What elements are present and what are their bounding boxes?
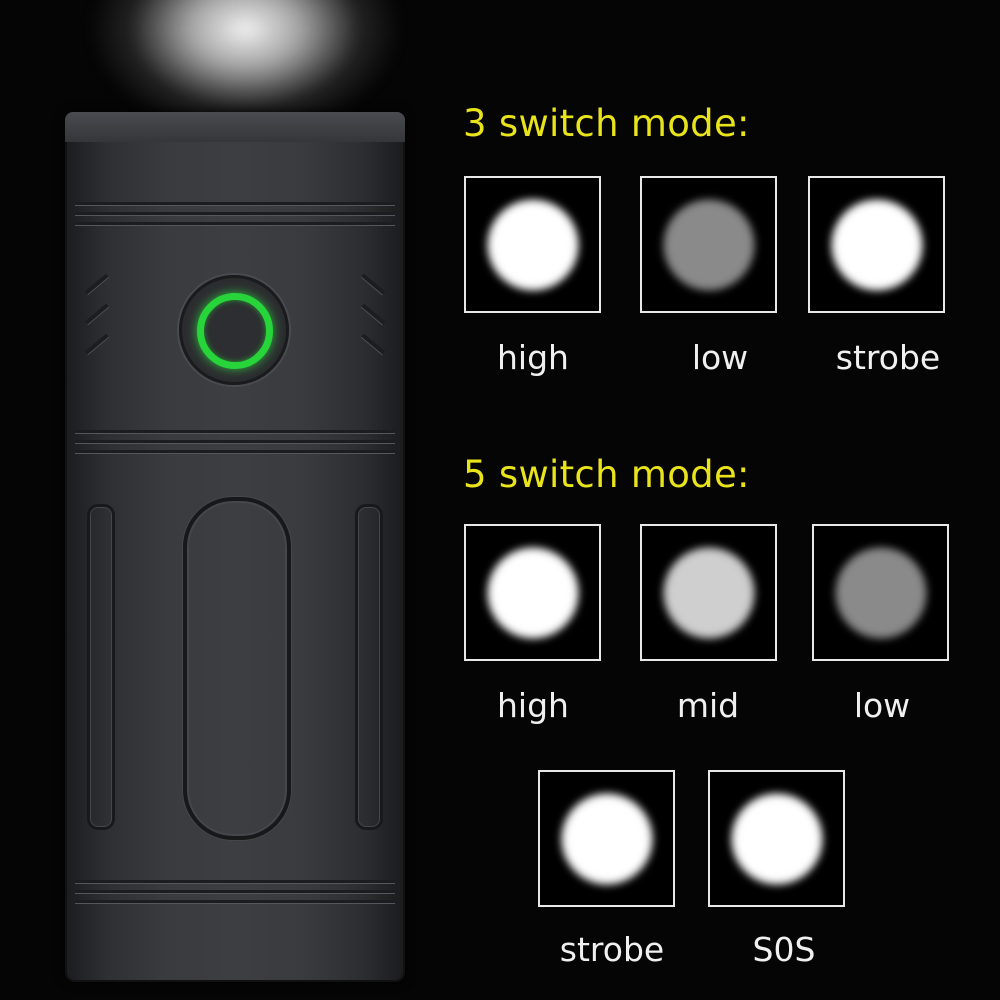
light-spot-icon (834, 546, 927, 639)
bike-light-device (65, 112, 405, 982)
mode-box-low (812, 524, 949, 661)
device-side-slot (355, 504, 383, 830)
device-rib (360, 273, 386, 296)
mode-label-mid: mid (676, 686, 740, 725)
mode-box-mid (640, 524, 777, 661)
light-spot-icon (730, 792, 823, 885)
mode-box-strobe (538, 770, 675, 907)
mode-label-low: low (853, 686, 911, 725)
three-mode-title: 3 switch mode: (463, 102, 750, 145)
five-mode-title: 5 switch mode: (463, 453, 750, 496)
device-rib (84, 273, 110, 296)
power-button-icon (197, 293, 273, 369)
device-groove (75, 900, 395, 904)
device-rib (84, 303, 110, 326)
mode-box-strobe (808, 176, 945, 313)
mode-box-sos (708, 770, 845, 907)
light-spot-icon (486, 546, 579, 639)
mode-label-low: low (691, 338, 749, 377)
mode-box-low (640, 176, 777, 313)
device-rib (360, 303, 386, 326)
mode-label-sos: S0S (752, 930, 816, 969)
power-button[interactable] (179, 275, 289, 385)
device-lens-cap (65, 112, 405, 142)
device-groove (75, 202, 395, 206)
mode-label-strobe: strobe (835, 338, 941, 377)
device-rib (84, 333, 110, 356)
device-groove (75, 212, 395, 216)
light-spot-icon (560, 792, 653, 885)
light-spot-icon (830, 198, 923, 291)
mode-box-high (464, 524, 601, 661)
mode-label-high: high (497, 338, 569, 377)
device-groove (75, 440, 395, 444)
device-oval-slot (183, 497, 291, 840)
device-groove (75, 450, 395, 454)
mode-label-strobe: strobe (559, 930, 665, 969)
device-groove (75, 890, 395, 894)
mode-box-high (464, 176, 601, 313)
light-spot-icon (662, 546, 755, 639)
light-spot-icon (486, 198, 579, 291)
device-groove (75, 880, 395, 884)
device-side-slot (87, 504, 115, 830)
device-rib (360, 333, 386, 356)
device-groove (75, 222, 395, 226)
mode-label-high: high (497, 686, 569, 725)
light-spot-icon (662, 198, 755, 291)
device-groove (75, 430, 395, 434)
